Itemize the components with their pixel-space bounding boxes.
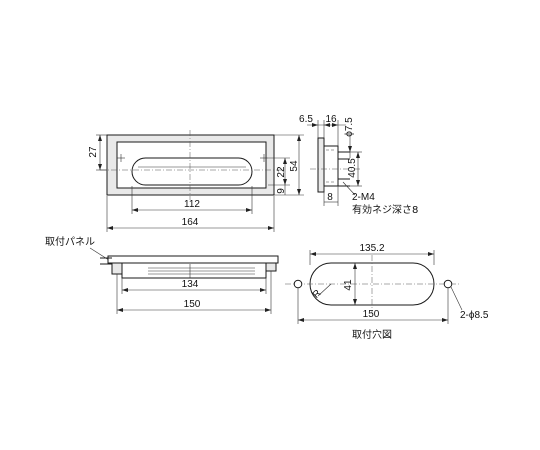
dim-side-slot-label: 40.5 (347, 158, 358, 178)
front-grip-opening (131, 157, 253, 186)
dim-side-b-label: 16 (325, 114, 337, 125)
bottom-clip-right (265, 262, 277, 272)
side-body (323, 145, 339, 187)
dim-side-a-label: 6.5 (299, 114, 313, 125)
dim-outer-label: 150 (184, 299, 201, 310)
cutout-hole-left (293, 279, 303, 289)
dim-inner-label: 134 (182, 279, 199, 290)
radius-leader (317, 283, 332, 297)
side-flange (317, 137, 325, 193)
dim-top-margin-label: 27 (88, 146, 99, 158)
dim-side-diameter-label: ϕ7.5 (344, 117, 355, 137)
dim-height-label: 54 (289, 160, 300, 172)
thread-leader (342, 181, 356, 196)
dim-opening-label: 112 (184, 199, 200, 210)
front-screw-left (117, 154, 125, 162)
bottom-clip-left (111, 262, 123, 275)
thread-label: 2-M4 (352, 192, 375, 203)
dim-pitch-label: 150 (363, 309, 380, 320)
panel-label: 取付パネル (45, 235, 95, 248)
front-screw-right (260, 154, 268, 162)
dim-hole-offset-label: 9 (276, 188, 287, 194)
dim-slot-height-label: 41 (343, 279, 354, 291)
dim-hole-pitch-label: 22 (276, 166, 287, 178)
bottom-ribs (148, 264, 255, 278)
dim-width-label: 164 (182, 217, 199, 228)
hole-leader (450, 286, 463, 311)
cutout-hole-right (443, 279, 453, 289)
thread-note: 有効ネジ深さ8 (352, 203, 418, 216)
front-view: 112 164 27 54 22 9 (88, 130, 304, 232)
bottom-view: 取付パネル 134 150 (45, 235, 279, 314)
bottom-flange (107, 255, 279, 264)
dim-side-depth-label: 8 (327, 192, 333, 203)
side-view: 6.5 16 ϕ7.5 40.5 8 2-M4 有効ネジ深さ8 (299, 114, 418, 216)
bottom-body (121, 262, 267, 279)
hole-label: 2-ϕ8.5 (460, 310, 489, 321)
cutout-title: 取付穴図 (352, 328, 392, 341)
dim-slot-length-label: 135.2 (359, 243, 384, 254)
cutout-view: 135.2 41 R 150 2-ϕ8.5 取付穴図 (285, 243, 489, 341)
